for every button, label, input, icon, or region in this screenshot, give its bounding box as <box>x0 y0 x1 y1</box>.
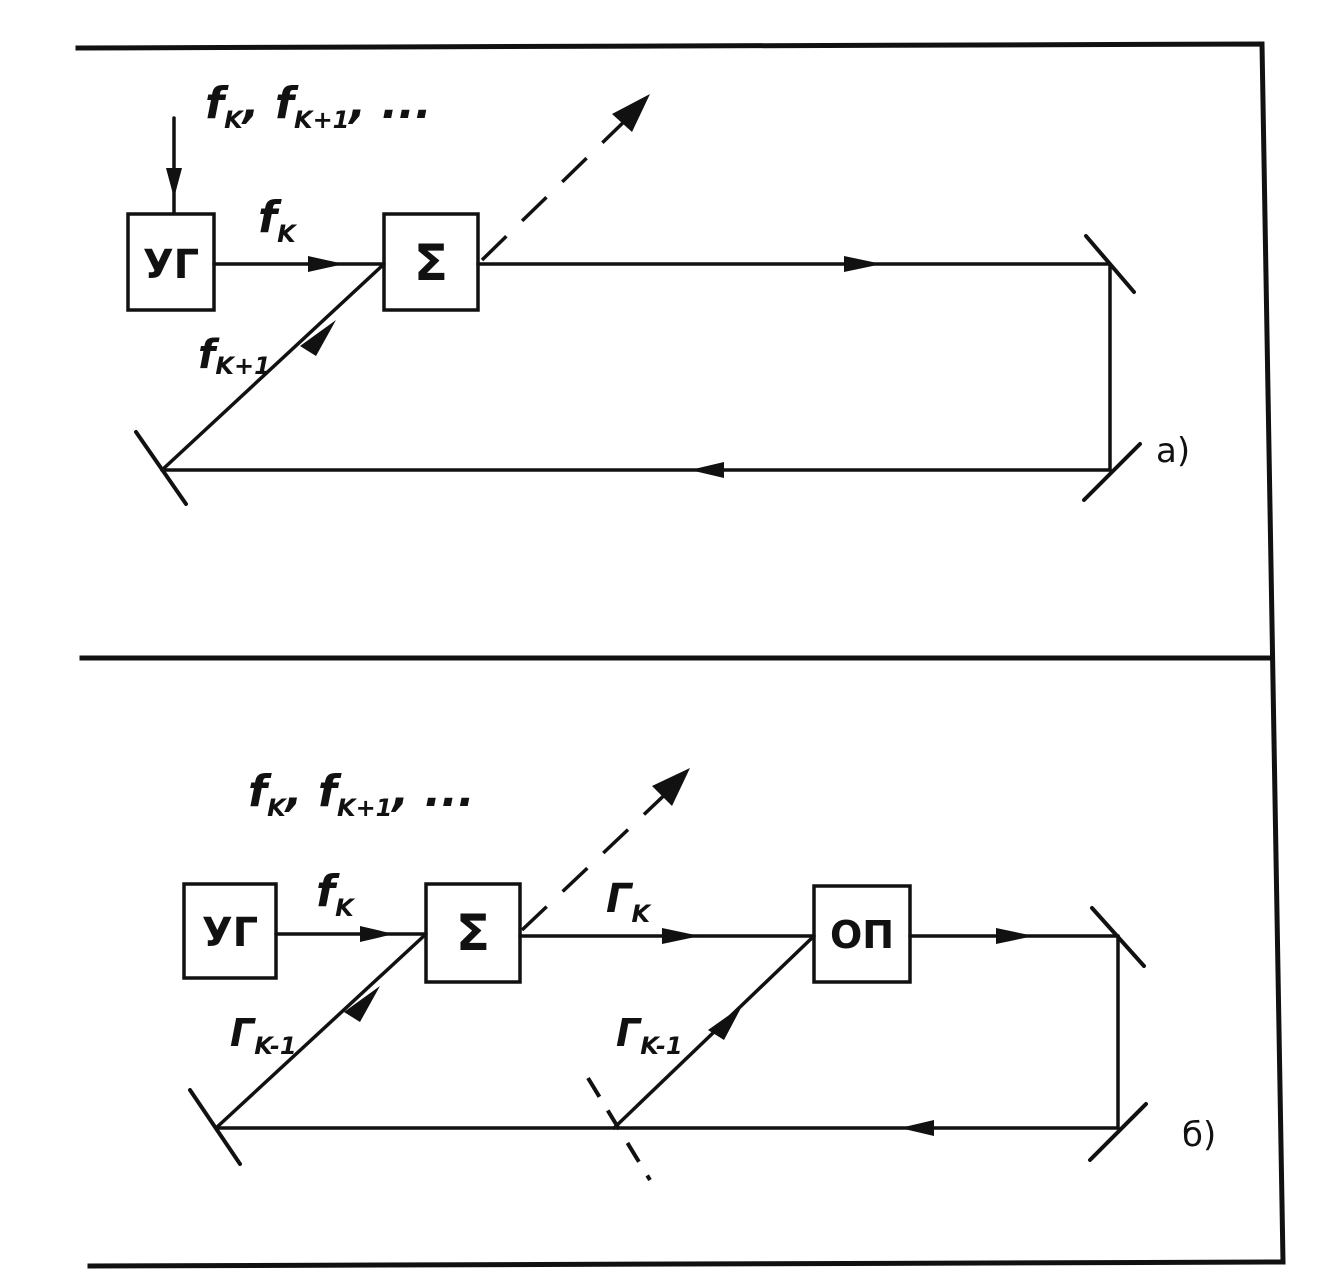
fk-label-a: fK <box>258 192 298 248</box>
generator-label-b: УГ <box>202 910 258 956</box>
fk-arrow-b <box>360 926 394 942</box>
caption-b: б) <box>1182 1115 1216 1155</box>
feedback-left-label-b: ΓK-1 <box>230 1011 297 1060</box>
mirror-left-a <box>134 430 188 506</box>
feedback-arrow-a <box>300 320 336 356</box>
input-signals-label-a: fK, fK+1, ... <box>205 78 432 134</box>
feedback-left-arrow-b <box>344 986 380 1022</box>
forward-arrow-b <box>996 928 1034 944</box>
output-dashed-a <box>480 110 636 262</box>
processor-label-b: ОП <box>830 913 894 957</box>
gk-label-b: ΓK <box>606 876 653 928</box>
generator-block-b: УГ <box>182 882 278 980</box>
return-arrow-a <box>690 462 724 478</box>
return-arrow-b <box>900 1120 934 1136</box>
panel-b: fK, fK+1, ... УГ fK Σ ΓK ОП <box>182 766 1216 1182</box>
panel-a: fK, fK+1, ... УГ fK Σ <box>126 78 1190 506</box>
processor-block-b: ОП <box>812 884 912 984</box>
fk-arrow-a <box>308 256 344 272</box>
feedback-right-label-b: ΓK-1 <box>616 1011 683 1060</box>
beam-splitter-b <box>586 1076 652 1182</box>
output-arrow-b <box>652 768 690 806</box>
forward-arrow-a <box>844 256 882 272</box>
mirror-bottom-right-b <box>1088 1102 1148 1162</box>
generator-block-a: УГ <box>126 212 216 312</box>
output-arrow-a <box>612 94 650 132</box>
gk-arrow-b <box>662 928 700 944</box>
feedback-label-a: fK+1 <box>198 332 271 380</box>
mirror-bottom-right-a <box>1082 442 1142 502</box>
input-arrow-a <box>166 168 182 198</box>
output-dashed-b <box>520 784 676 932</box>
outer-frame <box>75 41 1286 1269</box>
feedback-left-line-b <box>214 932 428 1130</box>
caption-a: a) <box>1156 431 1190 471</box>
generator-label-a: УГ <box>143 242 199 288</box>
summator-label-a: Σ <box>414 234 448 292</box>
input-signals-label-b: fK, fK+1, ... <box>248 766 475 822</box>
summator-block-a: Σ <box>382 212 480 312</box>
summator-block-b: Σ <box>424 882 522 984</box>
feedback-line-a <box>160 262 386 472</box>
summator-label-b: Σ <box>456 904 490 962</box>
feedback-right-arrow-b <box>708 1006 742 1040</box>
fk-label-b: fK <box>316 866 356 922</box>
